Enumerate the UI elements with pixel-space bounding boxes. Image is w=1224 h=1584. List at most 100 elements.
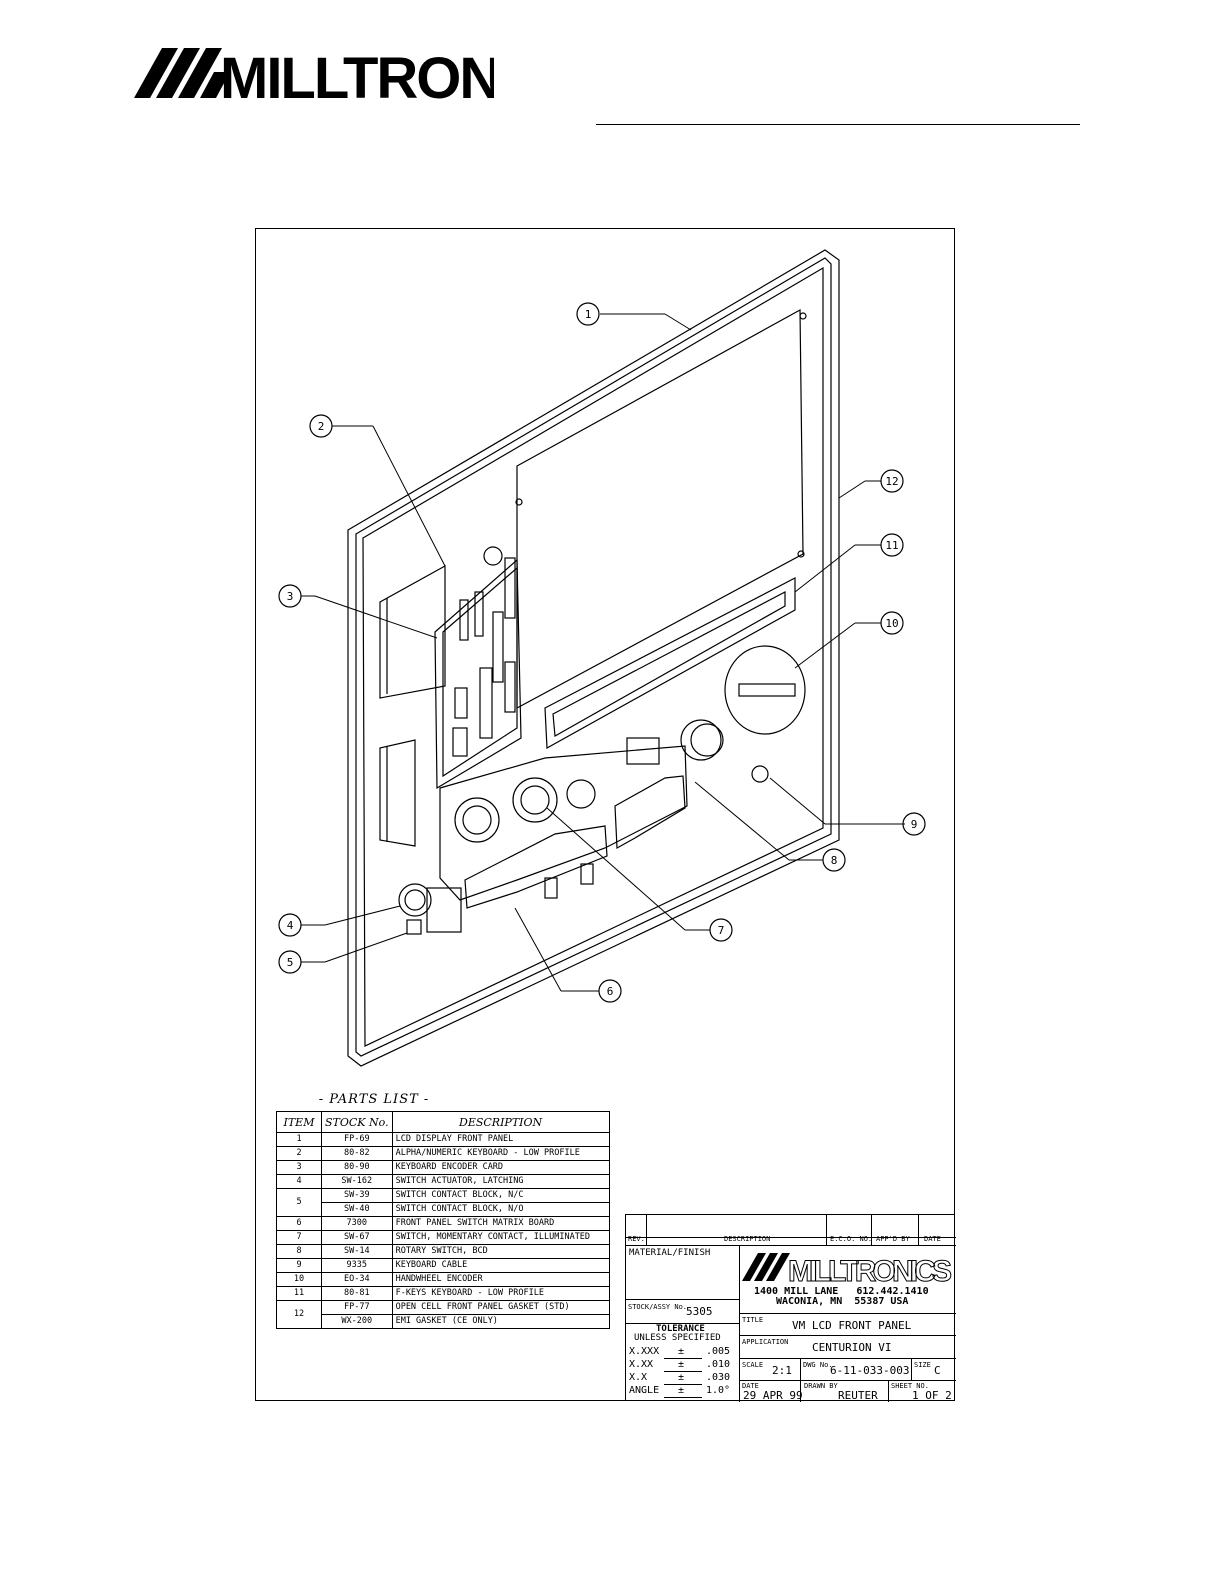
front-panel-gasket <box>347 249 840 1067</box>
balloon-3: 3 <box>278 584 302 608</box>
stock-number: SW-162 <box>321 1174 393 1189</box>
title-block-logo-text: MILLTRONICS <box>788 1255 952 1285</box>
col-stock: STOCK No. <box>321 1111 393 1133</box>
stock-label: STOCK/ASSY No. <box>628 1303 688 1311</box>
balloon-6: 6 <box>598 979 622 1003</box>
parts-list-title: - PARTS LIST - <box>318 1092 430 1107</box>
part-description: KEYBOARD ENCODER CARD <box>391 1160 610 1175</box>
item-number: 4 <box>276 1174 322 1189</box>
scale-value: 2:1 <box>772 1364 792 1377</box>
drawn-by-value: REUTER <box>838 1389 878 1402</box>
switch-matrix-board <box>439 745 688 909</box>
logo-text: MILLTRONICS <box>220 46 494 104</box>
stock-number: FP-69 <box>321 1132 393 1147</box>
balloon-2: 2 <box>309 414 333 438</box>
part-description: LCD DISPLAY FRONT PANEL <box>391 1132 610 1147</box>
part-description: KEYBOARD CABLE <box>391 1258 610 1273</box>
title-label: TITLE <box>742 1316 764 1324</box>
part-description: SWITCH CONTACT BLOCK, N/C <box>391 1188 610 1203</box>
handwheel-encoder <box>724 645 806 735</box>
item-number: 9 <box>276 1258 322 1273</box>
tolerance-value: 1.0° <box>706 1385 731 1396</box>
date-header-label: DATE <box>924 1235 941 1243</box>
balloon-4: 4 <box>278 913 302 937</box>
item-number: 3 <box>276 1160 322 1175</box>
alpha-numeric-keyboard <box>379 564 446 847</box>
tolerance-value: .010 <box>706 1359 731 1370</box>
stock-number: SW-40 <box>321 1202 393 1217</box>
balloon-7: 7 <box>709 918 733 942</box>
sheet-value: 1 OF 2 <box>912 1389 952 1402</box>
tolerance-format: X.X <box>629 1372 648 1383</box>
part-description: FRONT PANEL SWITCH MATRIX BOARD <box>391 1216 610 1231</box>
balloon-3-label: 3 <box>287 590 294 603</box>
date-label: DATE <box>742 1382 759 1390</box>
appd-label: APP'D BY <box>876 1235 910 1243</box>
balloon-9-label: 9 <box>911 818 918 831</box>
part-description: SWITCH ACTUATOR, LATCHING <box>391 1174 610 1189</box>
keyboard-cable-hole <box>751 765 769 783</box>
balloon-8: 8 <box>822 848 846 872</box>
tolerance-label: TOLERANCE <box>656 1324 705 1334</box>
rev-label: REV. <box>628 1235 645 1243</box>
drawn-by-label: DRAWN BY <box>804 1382 838 1390</box>
title-value: VM LCD FRONT PANEL <box>792 1319 912 1332</box>
leader-lines <box>301 313 905 992</box>
keyboard-encoder-card <box>434 546 522 790</box>
title-block-logo: MILLTRONICS <box>742 1253 953 1285</box>
assembly-drawing: 1 2 3 4 5 6 7 8 9 10 11 12 <box>278 249 926 1067</box>
tolerance-value: .030 <box>706 1372 731 1383</box>
title-block: REV. DESCRIPTION E.C.O. NO. APP'D BY DAT… <box>625 1214 956 1402</box>
stock-number: SW-67 <box>321 1230 393 1245</box>
description-label: DESCRIPTION <box>724 1235 771 1243</box>
tolerance-symbol: ± <box>678 1346 685 1357</box>
tolerance-format: X.XX <box>629 1359 654 1370</box>
tolerance-symbol: ± <box>678 1385 685 1396</box>
stock-number: 7300 <box>321 1216 393 1231</box>
item-number: 5 <box>276 1188 322 1217</box>
balloon-10-label: 10 <box>885 617 898 630</box>
scale-label: SCALE <box>742 1361 764 1369</box>
tolerance-symbol: ± <box>678 1359 685 1370</box>
stock-number: 80-81 <box>321 1286 393 1301</box>
f-keys-keyboard <box>544 577 796 749</box>
application-value: CENTURION VI <box>812 1341 892 1354</box>
part-description: SWITCH, MOMENTARY CONTACT, ILLUMINATED <box>391 1230 610 1245</box>
balloon-12-label: 12 <box>885 475 898 488</box>
drawing-frame <box>255 228 955 1401</box>
part-description: ROTARY SWITCH, BCD <box>391 1244 610 1259</box>
tolerance-format: ANGLE <box>629 1385 660 1396</box>
item-number: 10 <box>276 1272 322 1287</box>
balloon-11-label: 11 <box>885 539 898 552</box>
application-label: APPLICATION <box>742 1338 789 1346</box>
size-label: SIZE <box>914 1361 931 1369</box>
address-line-1: 1400 MILL LANE 612.442.1410 <box>754 1286 929 1297</box>
material-label: MATERIAL/FINISH <box>629 1248 711 1258</box>
dwg-label: DWG No. <box>803 1361 833 1369</box>
item-number: 8 <box>276 1244 322 1259</box>
illuminated-switch-connectors <box>454 777 596 843</box>
balloon-5-label: 5 <box>287 956 294 969</box>
balloon-4-label: 4 <box>287 919 294 932</box>
part-description: EMI GASKET (CE ONLY) <box>391 1314 610 1329</box>
stock-number: WX-200 <box>321 1314 393 1329</box>
rotary-switch <box>614 719 724 849</box>
sheet-label: SHEET NO. <box>891 1382 929 1390</box>
part-description: OPEN CELL FRONT PANEL GASKET (STD) <box>391 1300 610 1315</box>
item-number: 12 <box>276 1300 322 1329</box>
item-number: 11 <box>276 1286 322 1301</box>
header-rule <box>596 124 1080 125</box>
item-balloons: 1 2 3 4 5 6 7 8 9 10 11 12 <box>278 302 926 1003</box>
stock-number: FP-77 <box>321 1300 393 1315</box>
balloon-1: 1 <box>576 302 600 326</box>
tolerance-symbol: ± <box>678 1372 685 1383</box>
stock-number: SW-39 <box>321 1188 393 1203</box>
